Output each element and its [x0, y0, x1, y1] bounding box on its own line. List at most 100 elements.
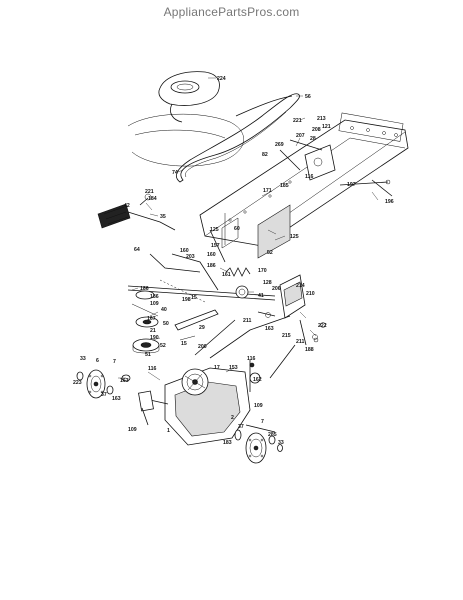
steering-rod	[149, 229, 226, 291]
label-109-left: 109	[128, 427, 137, 433]
label-56: 56	[305, 94, 311, 100]
label-7-right: 7	[261, 419, 264, 425]
rear-small-parts	[121, 322, 326, 426]
label-221-top: 221	[293, 118, 302, 124]
label-203: 203	[186, 254, 195, 260]
label-21: 21	[150, 328, 156, 334]
label-170: 170	[258, 268, 267, 274]
label-116-top: 116	[305, 174, 313, 180]
label-221-left: 221	[145, 189, 154, 195]
label-40: 40	[161, 307, 167, 313]
label-51: 51	[145, 352, 151, 358]
right-linkage	[209, 274, 318, 379]
pulley-stack	[131, 290, 160, 354]
label-185: 185	[280, 183, 289, 189]
label-186-pulley: 186	[150, 294, 159, 300]
left-hub	[76, 369, 114, 399]
label-125-left: 125	[210, 227, 219, 233]
foot-pedal	[97, 193, 176, 231]
label-215: 215	[282, 333, 291, 339]
label-211-left: 211	[243, 318, 251, 324]
label-6: 6	[96, 358, 99, 364]
label-28: 28	[310, 136, 316, 142]
label-52-bottom: 52	[160, 343, 166, 349]
label-116-mid: 116	[148, 366, 156, 372]
label-186-left: 186	[140, 286, 149, 292]
site-watermark: AppliancePartsPros.com	[163, 5, 300, 19]
label-2: 2	[231, 415, 234, 421]
label-206: 206	[272, 286, 281, 292]
label-42: 42	[124, 203, 130, 209]
label-125-right: 125	[290, 234, 299, 240]
label-17: 17	[214, 365, 220, 371]
label-60: 60	[234, 226, 240, 232]
label-162: 162	[253, 377, 262, 383]
chassis-frame	[199, 112, 409, 259]
label-52-top: 52	[267, 250, 273, 256]
label-128: 128	[263, 280, 272, 286]
label-167: 167	[147, 316, 156, 322]
label-41: 41	[258, 293, 264, 299]
label-161: 161	[222, 272, 231, 278]
label-188: 188	[305, 347, 314, 353]
label-50: 50	[163, 321, 169, 327]
label-160-right: 160	[207, 252, 216, 258]
label-183: 183	[223, 440, 232, 446]
label-184: 184	[148, 196, 157, 202]
label-82: 82	[262, 152, 268, 158]
label-224: 224	[217, 76, 226, 82]
engine-shroud	[158, 71, 220, 123]
label-163-left: 163	[120, 378, 129, 384]
label-109-right: 109	[254, 403, 263, 409]
label-198: 198	[182, 297, 191, 303]
label-186-top: 186	[207, 263, 216, 269]
transaxle	[138, 367, 276, 446]
label-64: 64	[134, 247, 140, 253]
rear-rod	[339, 179, 393, 197]
label-35: 35	[160, 214, 166, 220]
label-121: 121	[322, 124, 331, 130]
label-222: 222	[318, 323, 327, 329]
label-29: 29	[199, 325, 205, 331]
label-37-left: 37	[101, 392, 107, 398]
label-211-right: 211	[296, 339, 304, 345]
drive-belt	[176, 93, 300, 183]
label-157: 157	[211, 243, 220, 249]
label-190: 190	[150, 335, 159, 341]
label-214: 214	[296, 283, 305, 289]
label-15-bottom: 15	[181, 341, 187, 347]
label-163-right: 163	[265, 326, 274, 332]
label-7-left: 7	[113, 359, 116, 365]
label-1: 1	[167, 428, 170, 434]
cross-shaft	[127, 279, 276, 303]
label-163-lower: 163	[112, 396, 121, 402]
label-208: 208	[312, 127, 321, 133]
shift-lever	[174, 309, 236, 356]
label-109-pulley: 109	[150, 301, 159, 307]
label-223: 223	[73, 380, 82, 386]
hood-outline	[127, 113, 244, 167]
label-213: 213	[317, 116, 326, 122]
label-15: 15	[191, 295, 197, 301]
label-200: 200	[198, 344, 207, 350]
label-285: 285	[268, 432, 277, 438]
part-labels: 224 56 74 213 221 208 207 121 269 28 82 …	[73, 76, 394, 446]
label-269: 269	[275, 142, 284, 148]
label-207: 207	[296, 133, 305, 139]
label-197: 197	[347, 182, 356, 188]
spring	[225, 267, 251, 277]
label-160-left: 160	[180, 248, 189, 254]
label-33: 33	[80, 356, 86, 362]
label-74: 74	[172, 170, 178, 176]
label-33-right: 33	[278, 440, 284, 446]
pedal-bracket	[279, 139, 336, 181]
label-116-right: 116	[247, 356, 255, 362]
label-153: 153	[229, 365, 238, 371]
label-37-right: 37	[238, 424, 244, 430]
right-hub	[234, 429, 283, 464]
leader-lines	[118, 77, 379, 381]
label-210: 210	[306, 291, 315, 297]
label-171: 171	[263, 188, 272, 194]
label-196: 196	[385, 199, 394, 205]
